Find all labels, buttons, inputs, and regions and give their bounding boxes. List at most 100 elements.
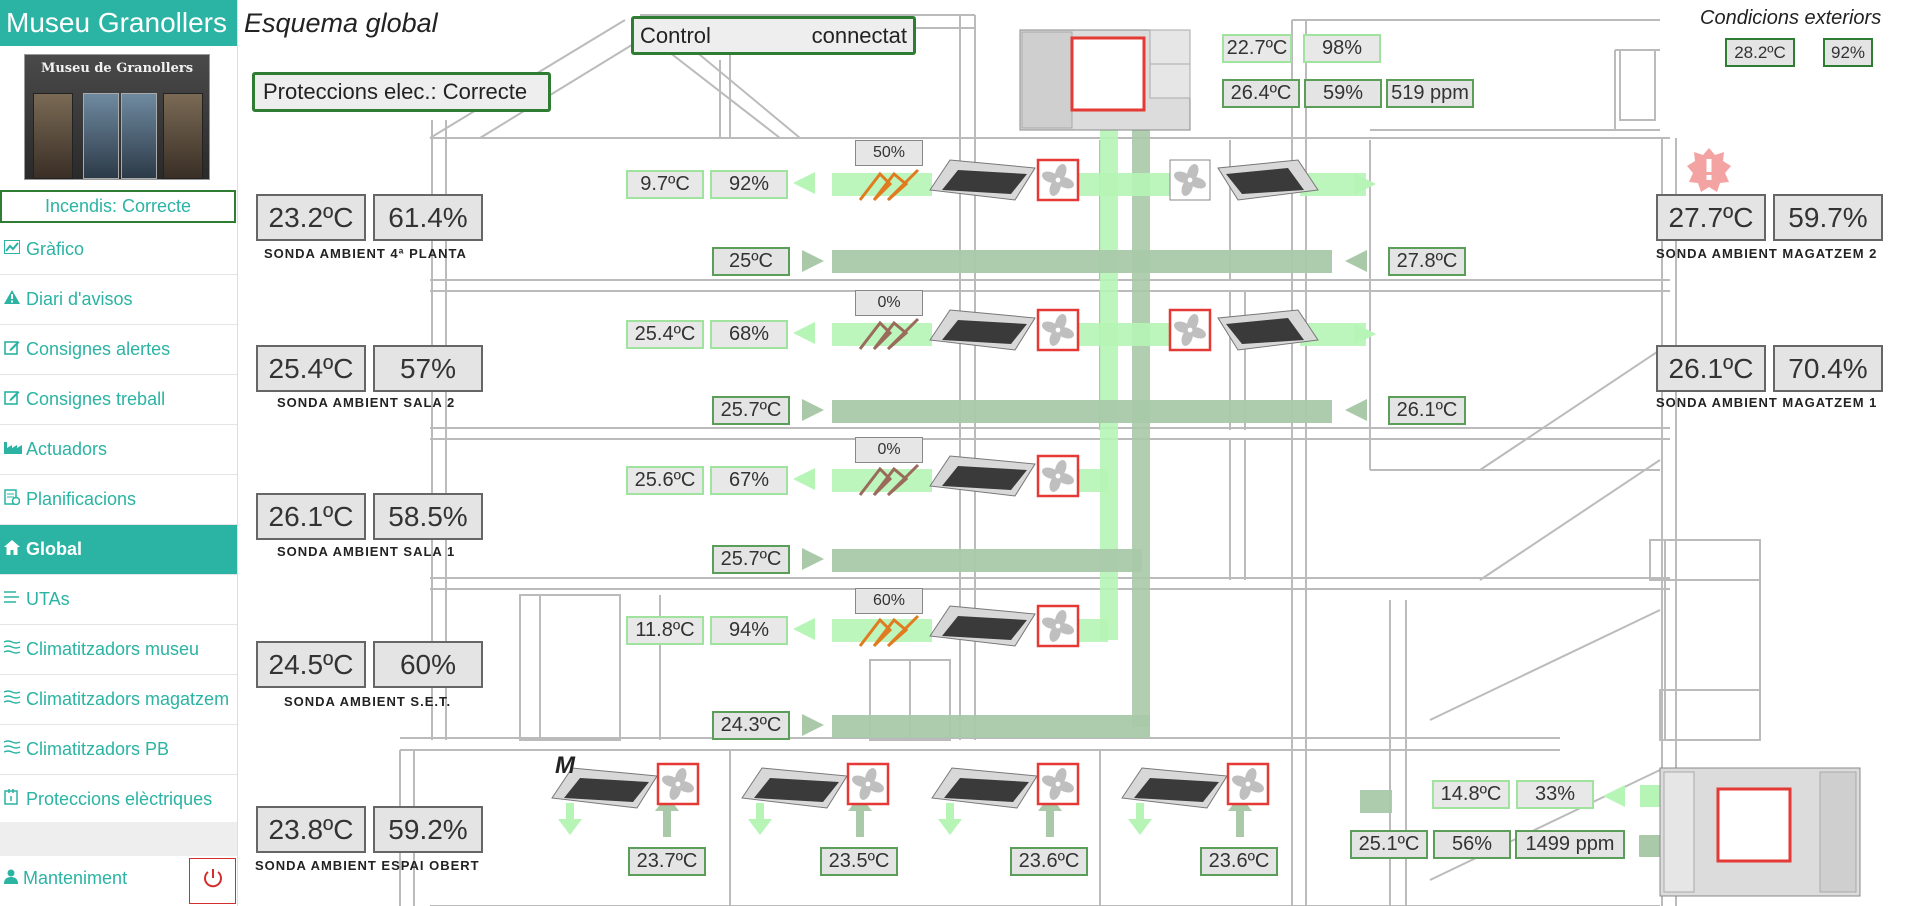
probe-4planta-temp: 23.2ºC bbox=[256, 194, 366, 241]
fan-icon[interactable] bbox=[1036, 762, 1080, 806]
home-icon bbox=[4, 539, 26, 560]
page-title: Esquema global bbox=[244, 8, 438, 38]
fan-icon[interactable] bbox=[1036, 604, 1080, 648]
alarm-badge-icon[interactable] bbox=[1687, 148, 1731, 192]
floor4-supply-temp: 9.7ºC bbox=[626, 170, 704, 199]
sidebar-item-label: Consignes treball bbox=[26, 389, 166, 409]
sidebar-item-label: Consignes alertes bbox=[26, 339, 171, 359]
hvac-icon bbox=[3, 640, 26, 659]
maintenance-link[interactable]: Manteniment bbox=[4, 868, 127, 889]
sidebar-item-label: Planificacions bbox=[26, 489, 137, 509]
fancoil-floor-4[interactable] bbox=[929, 159, 1036, 201]
app-title[interactable]: Museu Granollers bbox=[0, 0, 237, 46]
probe-set-temp: 24.5ºC bbox=[256, 641, 366, 688]
fancoil-floor-2[interactable] bbox=[929, 455, 1036, 497]
exterior-humidity: 92% bbox=[1823, 38, 1873, 67]
ground-unit3-temp: 23.6ºC bbox=[1010, 847, 1088, 876]
floor4-supply-humidity: 92% bbox=[710, 170, 788, 199]
electrical-protection-label: Proteccions elec.: Correcte bbox=[263, 79, 528, 104]
fancoil-right-floor-3[interactable] bbox=[1217, 309, 1319, 351]
fan-icon[interactable] bbox=[1036, 308, 1080, 352]
fan-icon[interactable] bbox=[846, 762, 890, 806]
exterior-conditions-title: Condicions exteriors bbox=[1700, 7, 1882, 29]
fancoil-right-floor-4[interactable] bbox=[1217, 159, 1319, 201]
warning-icon bbox=[4, 290, 26, 309]
sidebar-item-actuadors[interactable]: Actuadors bbox=[0, 425, 237, 475]
user-icon bbox=[4, 868, 18, 888]
hvac-icon bbox=[3, 740, 26, 759]
probe-sala2-temp: 25.4ºC bbox=[256, 345, 366, 392]
electrical-protection-status[interactable]: Proteccions elec.: Correcte bbox=[252, 72, 551, 112]
ahu-bottom-return-humidity: 56% bbox=[1433, 830, 1511, 859]
probe-set-humidity: 60% bbox=[373, 641, 483, 688]
motor-label: M bbox=[555, 752, 575, 779]
sidebar-item-diari-avisos[interactable]: Diari d'avisos bbox=[0, 275, 237, 325]
ahu-bottom-supply-temp: 14.8ºC bbox=[1432, 780, 1510, 809]
probe-sala1-temp: 26.1ºC bbox=[256, 493, 366, 540]
floor2-supply-temp: 25.6ºC bbox=[626, 466, 704, 495]
sidebar-item-grafico[interactable]: Gràfico bbox=[0, 225, 237, 275]
sidebar-item-climatitzadors-pb[interactable]: Climatitzadors PB bbox=[0, 725, 237, 775]
floor2-supply-humidity: 67% bbox=[710, 466, 788, 495]
ahu-top-return-humidity: 59% bbox=[1304, 79, 1382, 108]
ahu-bottom[interactable] bbox=[1659, 767, 1861, 897]
edit-icon bbox=[4, 339, 26, 360]
fan-icon[interactable] bbox=[1226, 762, 1270, 806]
fancoil-ground-1[interactable] bbox=[551, 767, 658, 809]
probe-set-label: SONDA AMBIENT S.E.T. bbox=[284, 694, 452, 709]
fan-icon[interactable] bbox=[1168, 308, 1212, 352]
probe-magatzem1-temp: 26.1ºC bbox=[1656, 345, 1766, 392]
ground-unit2-temp: 23.5ºC bbox=[820, 847, 898, 876]
sidebar-item-climatitzadors-museu[interactable]: Climatitzadors museu bbox=[0, 625, 237, 675]
ahu-top[interactable] bbox=[1019, 29, 1191, 131]
flow-arrows bbox=[793, 172, 1661, 857]
hvac-icon bbox=[3, 690, 26, 709]
ahu-top-co2: 519 ppm bbox=[1386, 79, 1474, 108]
fan-icon[interactable] bbox=[1036, 158, 1080, 202]
sidebar-item-consignes-treball[interactable]: Consignes treball bbox=[0, 375, 237, 425]
probe-magatzem2-temp: 27.7ºC bbox=[1656, 194, 1766, 241]
fan-icon[interactable] bbox=[656, 762, 700, 806]
floor1-valve-percent: 60% bbox=[855, 588, 923, 614]
floor1-supply-humidity: 94% bbox=[710, 616, 788, 645]
fancoil-floor-3[interactable] bbox=[929, 309, 1036, 351]
floor3-right-return-temp: 26.1ºC bbox=[1388, 396, 1466, 425]
fancoil-ground-2[interactable] bbox=[741, 767, 848, 809]
valve-coils bbox=[858, 168, 920, 648]
museum-photo: Museu de Granollers bbox=[24, 54, 210, 180]
sidebar-item-planificacions[interactable]: Planificacions bbox=[0, 475, 237, 525]
air-icon bbox=[4, 590, 26, 609]
sidebar-item-utas[interactable]: UTAs bbox=[0, 575, 237, 625]
floor2-return-temp: 25.7ºC bbox=[712, 545, 790, 574]
fancoil-ground-3[interactable] bbox=[931, 767, 1038, 809]
probe-espai-obert-humidity: 59.2% bbox=[373, 806, 483, 853]
fancoil-floor-1[interactable] bbox=[929, 605, 1036, 647]
power-icon bbox=[202, 867, 224, 895]
sidebar-item-global[interactable]: Global bbox=[0, 525, 237, 575]
fancoil-ground-4[interactable] bbox=[1121, 767, 1228, 809]
probe-sala1-label: SONDA AMBIENT SALA 1 bbox=[277, 544, 456, 559]
factory-icon bbox=[4, 440, 26, 459]
ahu-top-supply-humidity: 98% bbox=[1303, 34, 1381, 63]
floor3-valve-percent: 0% bbox=[855, 290, 923, 316]
ahu-bottom-supply-humidity: 33% bbox=[1516, 780, 1594, 809]
sidebar-item-label: Actuadors bbox=[26, 439, 108, 459]
ahu-top-return-temp: 26.4ºC bbox=[1222, 79, 1300, 108]
logout-button[interactable] bbox=[189, 858, 236, 904]
floor1-supply-temp: 11.8ºC bbox=[626, 616, 704, 645]
floor1-return-temp: 24.3ºC bbox=[712, 711, 790, 740]
fire-status: Incendis: Correcte bbox=[0, 190, 236, 223]
schedule-icon bbox=[4, 489, 26, 510]
museum-photo-sign: Museu de Granollers bbox=[40, 61, 194, 76]
sidebar-item-label: Climatitzadors museu bbox=[26, 639, 200, 659]
edit-icon bbox=[4, 389, 26, 410]
sidebar-item-label: Climatitzadors PB bbox=[26, 739, 170, 759]
sidebar-item-climatitzadors-magatzem[interactable]: Climatitzadors magatzem bbox=[0, 675, 237, 725]
floor3-return-temp: 25.7ºC bbox=[712, 396, 790, 425]
fan-icon[interactable] bbox=[1169, 159, 1211, 201]
sidebar-item-consignes-alertes[interactable]: Consignes alertes bbox=[0, 325, 237, 375]
fan-icon[interactable] bbox=[1036, 454, 1080, 498]
floor4-right-return-temp: 27.8ºC bbox=[1388, 247, 1466, 276]
probe-espai-obert-temp: 23.8ºC bbox=[256, 806, 366, 853]
